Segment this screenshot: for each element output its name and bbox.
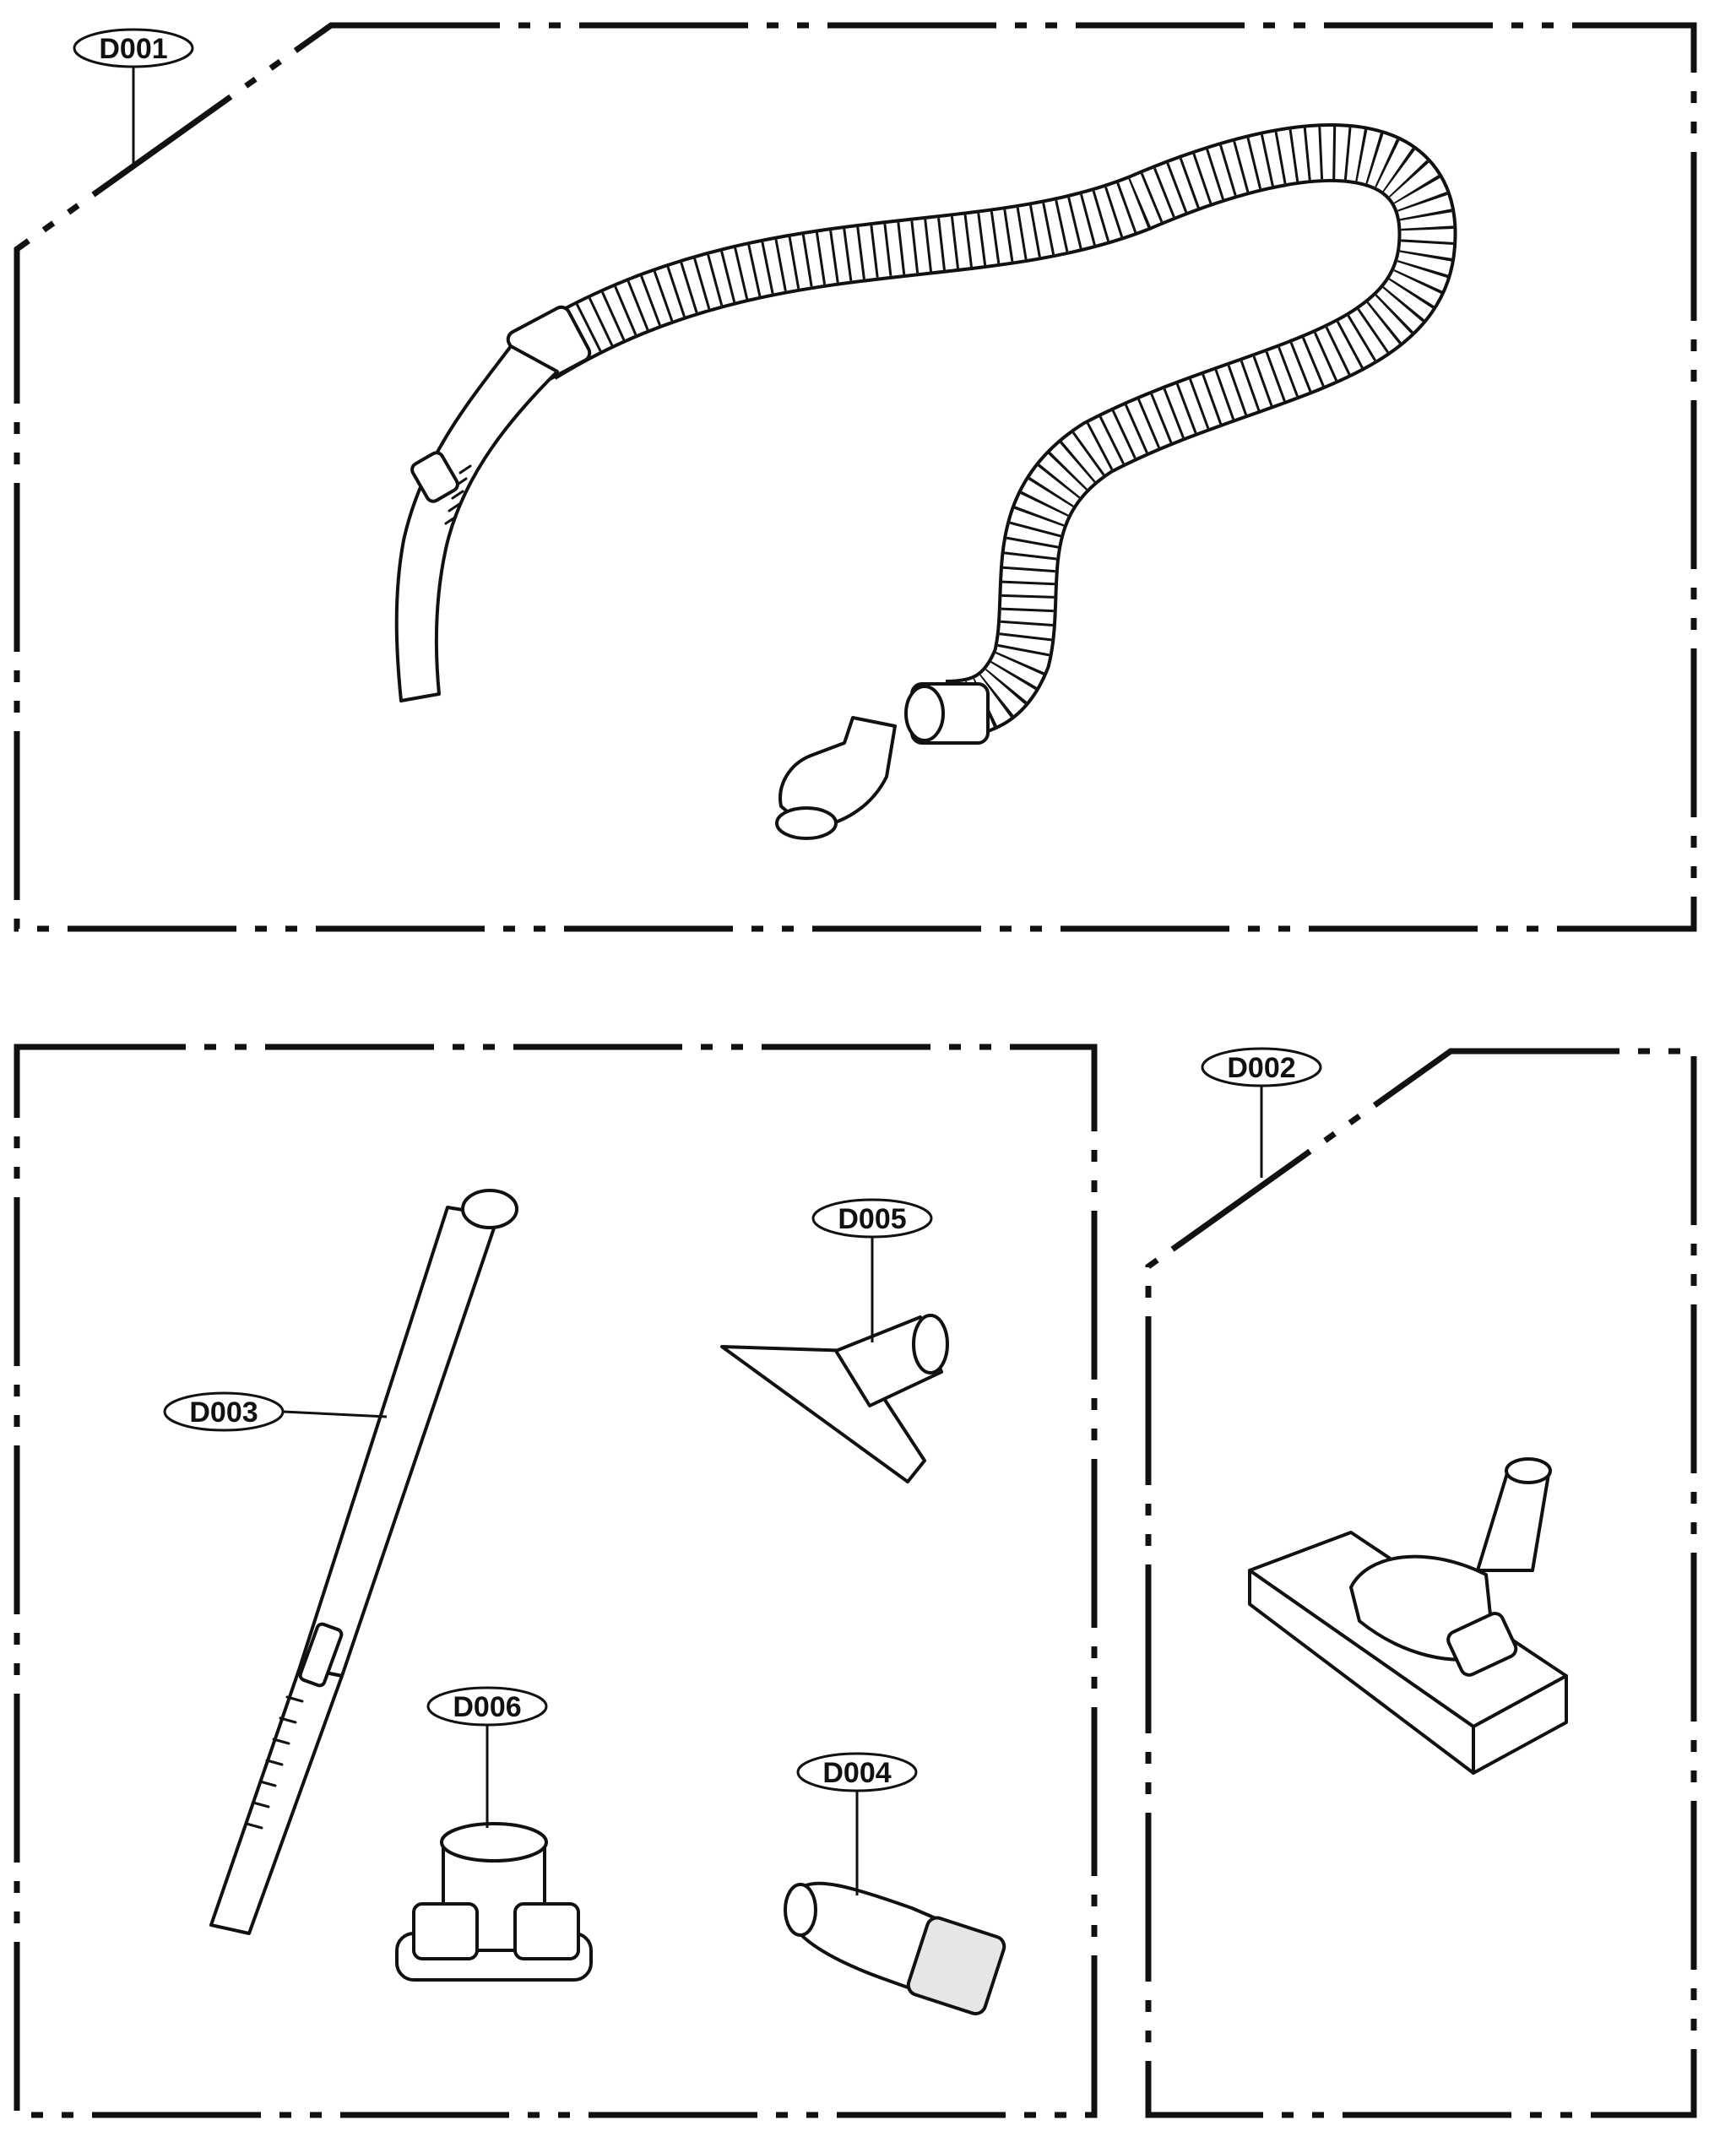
hose-assembly: [394, 122, 1457, 840]
frame-d001: [14, 22, 1697, 932]
hose-elbow-foot: [775, 806, 838, 840]
brush-bristles: [906, 1916, 1006, 2016]
callout-d001: D001: [99, 33, 167, 65]
wand-clip: [298, 1622, 344, 1688]
floor-nozzle-neck: [1476, 1467, 1551, 1572]
callout-d003: D003: [189, 1396, 258, 1429]
floor-nozzle-side: [1472, 1674, 1568, 1775]
floor-nozzle-pedal: [1446, 1612, 1518, 1677]
callout-oval-d004: [796, 1752, 918, 1792]
callout-oval-d001: [73, 28, 194, 68]
callout-d002: D002: [1227, 1052, 1295, 1084]
hose-body: [526, 126, 1454, 735]
callout-d005: D005: [838, 1203, 906, 1235]
callout-oval-d005: [811, 1198, 933, 1239]
hose-corrugation: [526, 126, 1454, 735]
floor-nozzle: [1248, 1457, 1568, 1775]
clip-post-left: [412, 1902, 479, 1960]
dusting-brush: [784, 1881, 1006, 2016]
nozzle-head: [720, 1345, 926, 1483]
telescopic-wand: [209, 1189, 518, 1935]
leader-d003: [282, 1410, 388, 1418]
frame-d002: [1145, 1048, 1697, 2118]
hose-handle: [394, 344, 559, 702]
callout-oval-d002: [1201, 1047, 1322, 1087]
upholstery-nozzle: [720, 1314, 949, 1483]
wand-top-opening: [461, 1189, 518, 1229]
handle-grip-slots: [444, 464, 472, 525]
hose-cuff-opening: [904, 685, 945, 742]
floor-nozzle-neck-opening: [1505, 1457, 1552, 1484]
clip-post-right: [513, 1902, 580, 1960]
tool-holder-clip: [395, 1822, 593, 1982]
callout-d004: D004: [822, 1757, 891, 1789]
callout-oval-d003: [163, 1391, 285, 1432]
brush-neck-opening: [784, 1883, 817, 1937]
wand-lock-notches: [245, 1695, 304, 1830]
frame-accessories: [14, 1044, 1098, 2118]
clip-ring-top: [440, 1822, 548, 1863]
wand-lower-tube: [209, 1666, 344, 1935]
handle-switch: [410, 451, 459, 503]
callout-d006: D006: [453, 1691, 521, 1723]
callout-oval-d006: [426, 1686, 548, 1727]
wand-upper-tube: [298, 1206, 500, 1678]
nozzle-neck-opening: [912, 1314, 949, 1375]
